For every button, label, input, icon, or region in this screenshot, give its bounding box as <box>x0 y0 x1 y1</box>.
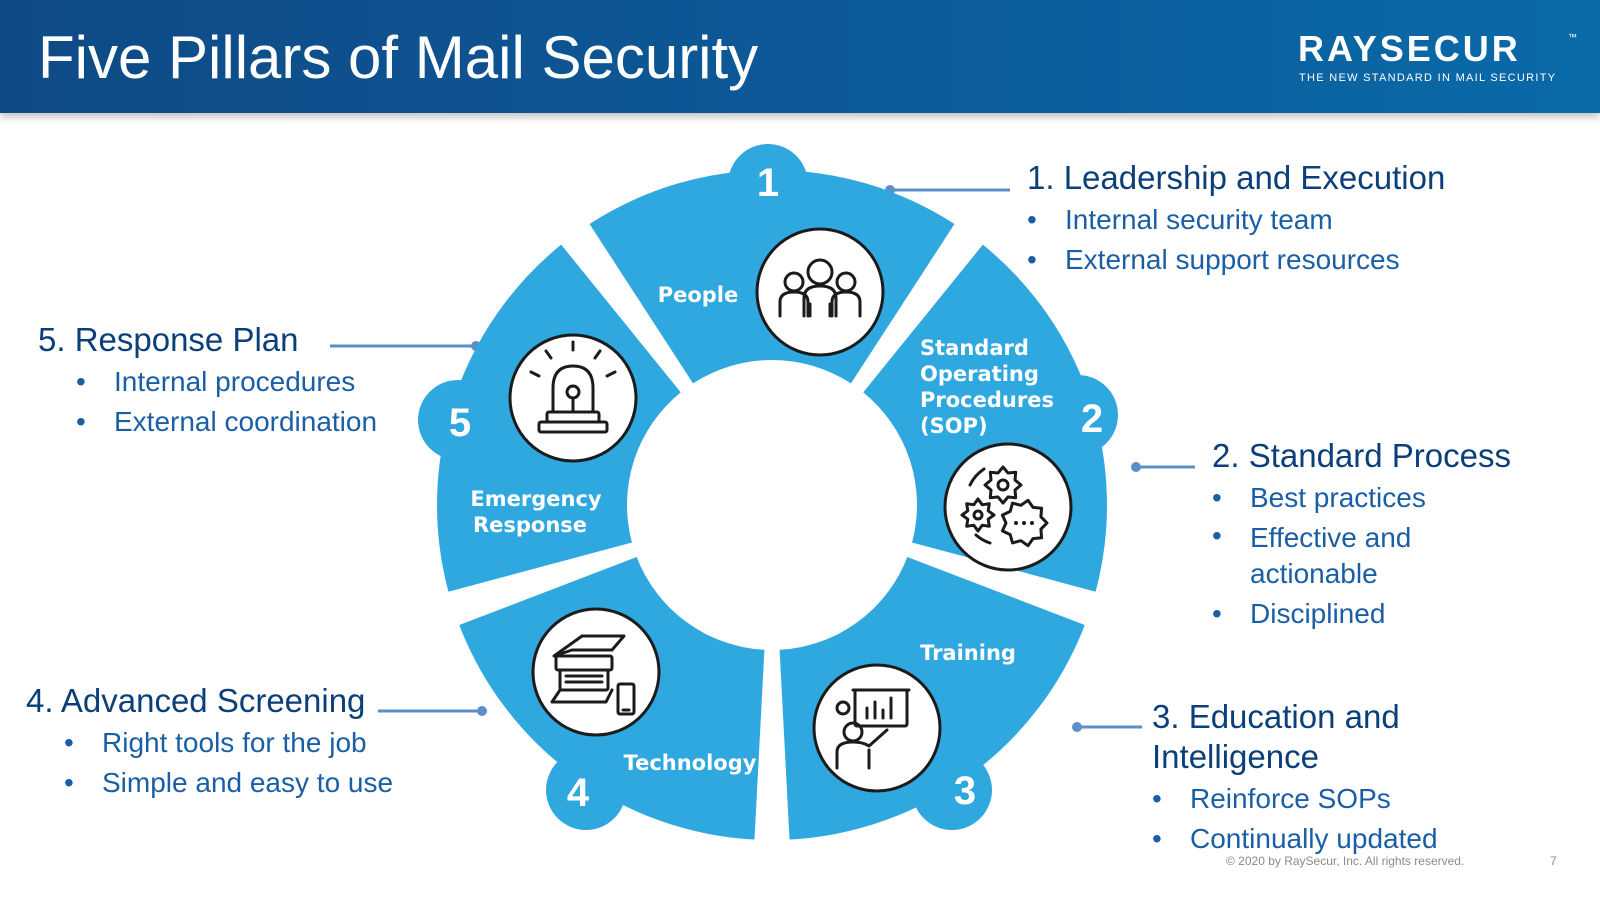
gears-icon <box>943 442 1073 572</box>
segment-label: Procedures <box>920 388 1054 412</box>
alarm-beacon-icon <box>508 333 638 463</box>
pillar-4-heading: 4. Advanced Screening <box>26 682 366 719</box>
logo-tagline: THE NEW STANDARD IN MAIL SECURITY <box>1299 72 1557 84</box>
pillar-5-bullet: Internal procedures <box>76 362 377 402</box>
connector-dot-4 <box>477 706 487 716</box>
connector-dot-2 <box>1131 462 1141 472</box>
pillar-2-bullet: Effective and actionable <box>1212 518 1482 594</box>
segment-number: 5 <box>449 401 471 445</box>
segment-label: Response <box>473 513 587 537</box>
pillar-5-block: 5. Response Plan Internal procedures Ext… <box>38 320 377 442</box>
page-number: 7 <box>1550 854 1557 868</box>
header-bar: Five Pillars of Mail Security RAYSECUR ™… <box>0 0 1600 113</box>
pillar-4-block: 4. Advanced Screening Right tools for th… <box>26 681 393 803</box>
wheel-segment-4: 4 Technology <box>459 556 765 840</box>
slide-title: Five Pillars of Mail Security <box>38 24 759 91</box>
segment-number: 4 <box>567 771 590 815</box>
pillar-5-bullet: External coordination <box>76 402 377 442</box>
pillar-2-bullet: Disciplined <box>1212 594 1482 634</box>
connector-dot-3 <box>1072 722 1082 732</box>
pillar-1-bullet: Internal security team <box>1027 200 1445 240</box>
pillar-4-bullet: Simple and easy to use <box>64 763 393 803</box>
segment-label: Technology <box>624 751 757 775</box>
pillar-3-block: 3. Education and Intelligence Reinforce … <box>1152 697 1438 859</box>
raysecur-logo: RAYSECUR ™ THE NEW STANDARD IN MAIL SECU… <box>1298 30 1578 90</box>
presenter-icon <box>812 663 942 793</box>
pillar-1-heading: 1. Leadership and Execution <box>1027 159 1446 196</box>
logo-trademark: ™ <box>1568 32 1577 42</box>
logo-wordmark: RAYSECUR <box>1298 28 1521 69</box>
pillar-3-bullet: Reinforce SOPs <box>1152 779 1438 819</box>
pillar-4-bullet: Right tools for the job <box>64 723 393 763</box>
xray-scanner-icon <box>531 607 661 737</box>
pillar-1-bullet: External support resources <box>1027 240 1445 280</box>
connector-lines <box>330 188 1195 729</box>
segment-label: Standard <box>920 336 1029 360</box>
pillar-2-heading: 2. Standard Process <box>1212 437 1511 474</box>
pillar-5-heading: 5. Response Plan <box>38 321 299 358</box>
pillar-3-heading: 3. Education and Intelligence <box>1152 698 1400 775</box>
pillar-2-block: 2. Standard Process Best practices Effec… <box>1212 436 1511 634</box>
people-icon <box>755 227 885 357</box>
segment-label: People <box>658 283 739 307</box>
segment-label: (SOP) <box>920 414 988 438</box>
segment-number: 3 <box>954 769 976 813</box>
pillar-1-block: 1. Leadership and Execution Internal sec… <box>1027 158 1445 280</box>
pillar-2-bullet: Best practices <box>1212 478 1482 518</box>
segment-label: Training <box>920 641 1016 665</box>
segment-label: Operating <box>920 362 1039 386</box>
segment-number: 2 <box>1081 397 1103 441</box>
pillar-3-bullet: Continually updated <box>1152 819 1438 859</box>
copyright-footer: © 2020 by RaySecur, Inc. All rights rese… <box>1226 854 1465 868</box>
wheel-segment-3: 3 Training <box>779 556 1085 840</box>
segment-label: Emergency <box>470 487 601 511</box>
segment-number: 1 <box>757 161 779 205</box>
